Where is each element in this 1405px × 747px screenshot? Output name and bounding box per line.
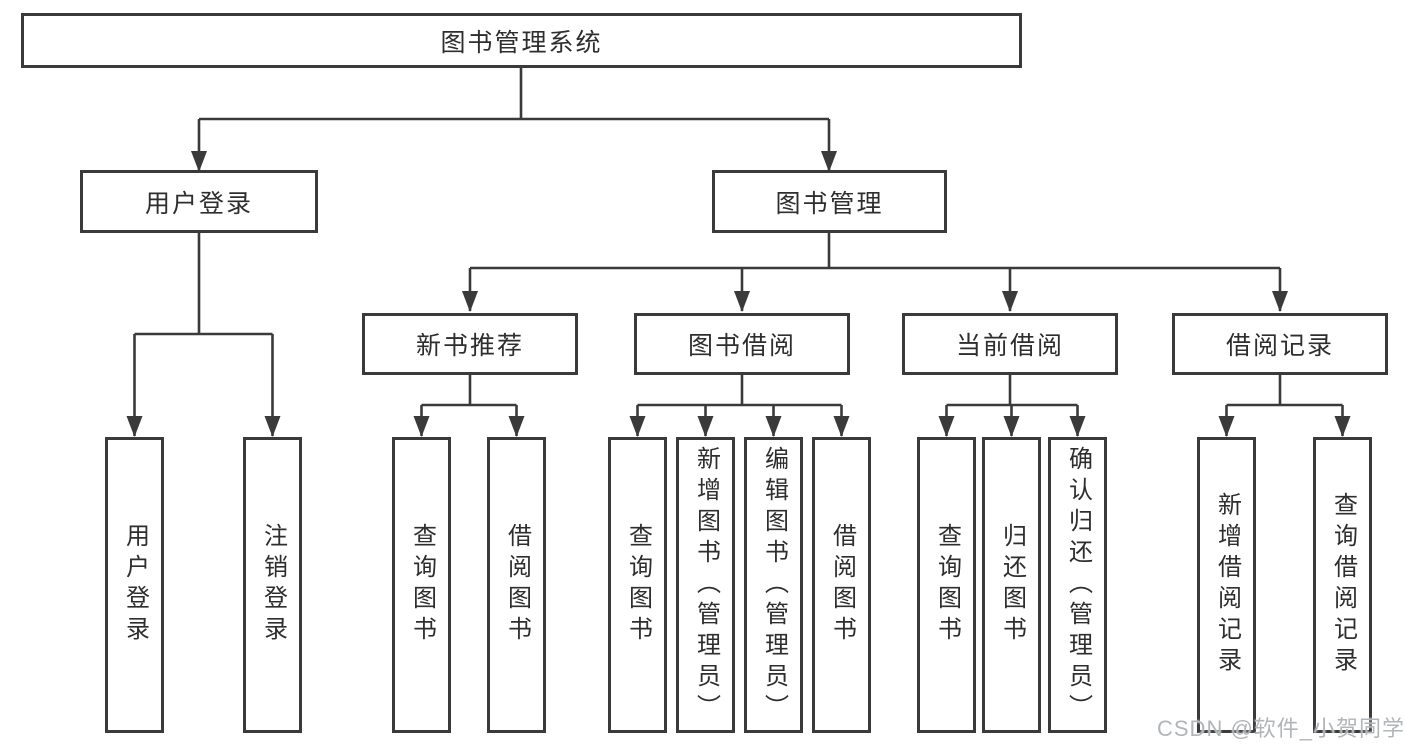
node-new-book-recommend: 新书推荐 [362, 313, 578, 375]
leaf-query-books-recommend: 查询图书 [392, 437, 451, 733]
leaf-add-borrow-record: 新增借阅记录 [1197, 437, 1256, 733]
node-root-system: 图书管理系统 [21, 13, 1022, 68]
leaf-borrow-books-recommend: 借阅图书 [487, 437, 546, 733]
leaf-edit-books-admin: 编辑图书（管理员） [744, 437, 803, 733]
leaf-logout: 注销登录 [243, 437, 302, 733]
leaf-user-login: 用户登录 [105, 437, 164, 733]
leaf-borrow-books: 借阅图书 [812, 437, 871, 733]
csdn-watermark: CSDN @软件_小贺同学 [1157, 716, 1405, 741]
node-user-login: 用户登录 [80, 170, 318, 233]
leaf-add-books-admin: 新增图书（管理员） [676, 437, 735, 733]
leaf-query-books-borrow: 查询图书 [608, 437, 667, 733]
node-book-management: 图书管理 [712, 170, 947, 233]
node-current-borrow: 当前借阅 [902, 313, 1118, 375]
leaf-query-books-current: 查询图书 [917, 437, 976, 733]
leaf-confirm-return-admin: 确认归还（管理员） [1048, 437, 1107, 733]
leaf-return-books: 归还图书 [982, 437, 1041, 733]
node-book-borrow: 图书借阅 [634, 313, 850, 375]
node-borrow-records: 借阅记录 [1172, 313, 1388, 375]
leaf-query-borrow-record: 查询借阅记录 [1313, 437, 1372, 733]
